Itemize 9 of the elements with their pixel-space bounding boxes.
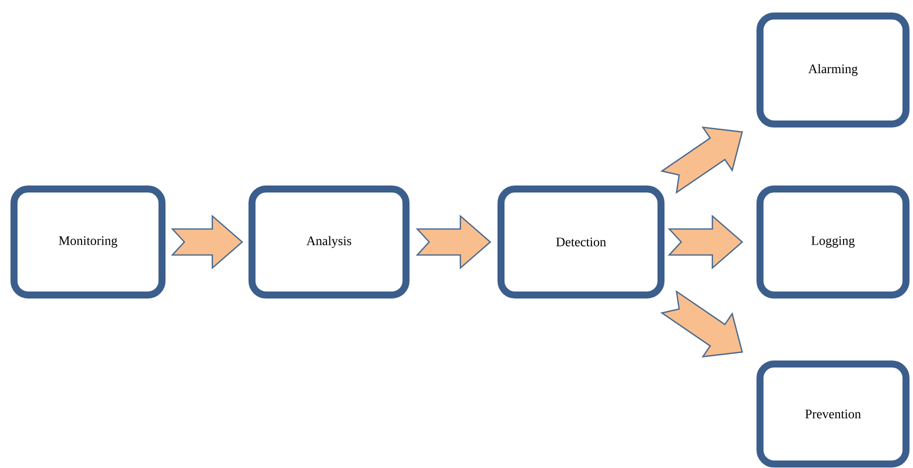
- process-box: Analysis: [248, 186, 410, 298]
- process-box: Detection: [498, 186, 664, 298]
- block-arrow: [416, 214, 492, 270]
- process-box: Prevention: [756, 360, 910, 468]
- process-box: Monitoring: [10, 186, 166, 298]
- block-arrow: [170, 214, 244, 270]
- process-box: Logging: [756, 186, 910, 298]
- block-arrow: [668, 214, 744, 270]
- process-box: Alarming: [756, 12, 910, 128]
